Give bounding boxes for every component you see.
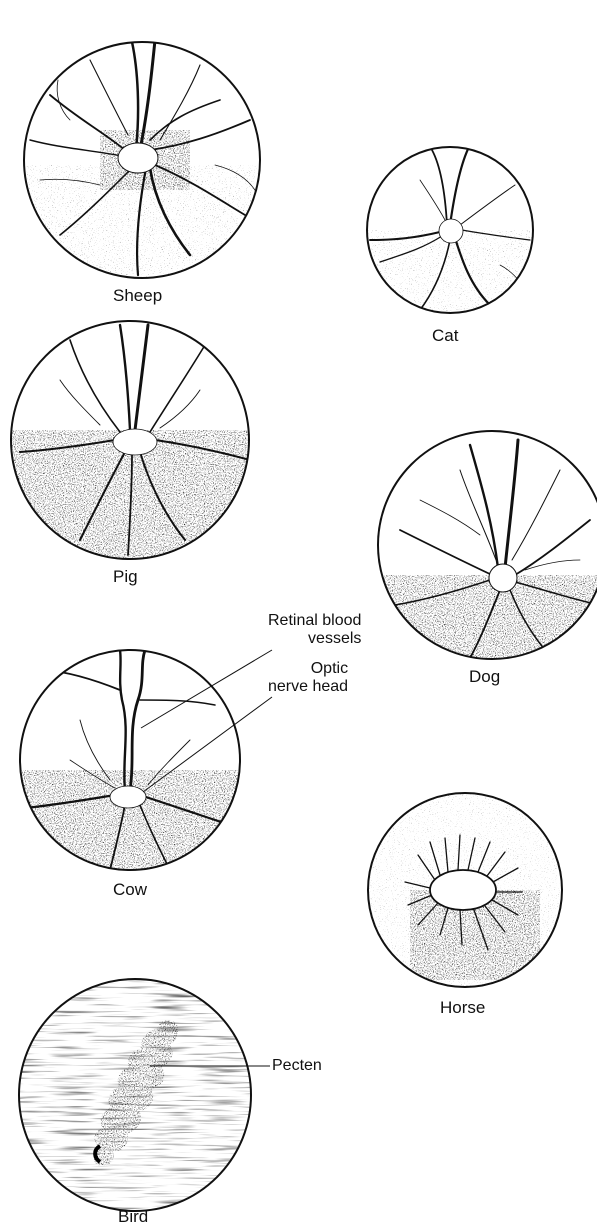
dog-fundus: [370, 431, 597, 675]
annotation-optic-nerve-head: Optic nerve head: [268, 660, 348, 696]
annotation-retinal-line-2: vessels: [268, 630, 361, 648]
pig-optic-disc: [113, 429, 157, 455]
label-sheep: Sheep: [113, 286, 162, 305]
annotation-retinal-line-1: Retinal blood: [268, 612, 361, 630]
cow-fundus: [20, 650, 272, 880]
cat-fundus: [360, 145, 550, 320]
cow-optic-disc: [110, 786, 146, 808]
label-cat: Cat: [432, 326, 458, 345]
label-horse: Horse: [440, 998, 485, 1017]
annotation-retinal-blood-vessels: Retinal blood vessels: [268, 612, 361, 648]
cat-optic-disc: [439, 219, 463, 243]
annotation-pecten: Pecten: [272, 1057, 322, 1075]
label-dog: Dog: [469, 667, 500, 686]
retinal-vessels-leader-line: [141, 650, 272, 728]
sheep-fundus: [20, 40, 270, 285]
bird-fundus: [19, 979, 270, 1211]
dog-optic-disc: [489, 564, 517, 592]
annotation-optic-line-2: nerve head: [268, 678, 348, 696]
pig-fundus: [10, 321, 260, 570]
sheep-optic-disc: [118, 143, 158, 173]
label-bird: Bird: [118, 1207, 148, 1226]
label-cow: Cow: [113, 880, 147, 899]
annotation-optic-line-1: Optic: [268, 660, 348, 678]
horse-fundus: [368, 793, 562, 987]
label-pig: Pig: [113, 567, 138, 586]
horse-optic-disc: [430, 870, 496, 910]
